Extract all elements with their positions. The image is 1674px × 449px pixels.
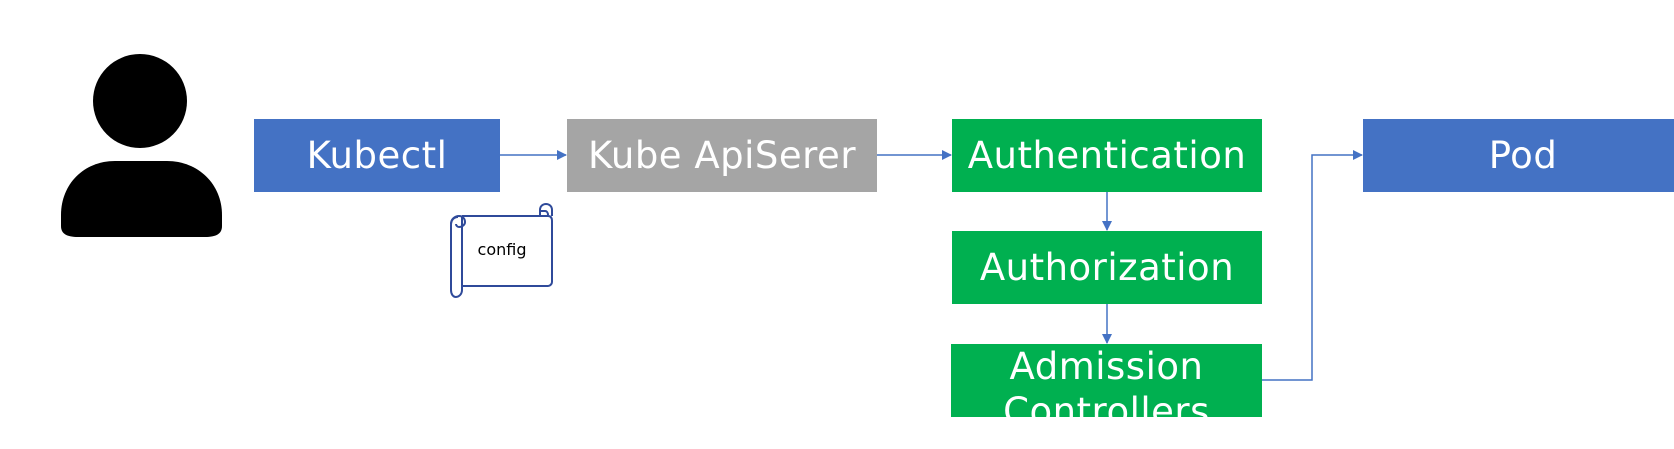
user-icon (61, 54, 222, 237)
admission-controllers-label: Admission Controllers (1003, 345, 1210, 417)
arrow-admission-to-pod (1262, 150, 1363, 381)
authorization-node: Authorization (952, 231, 1262, 304)
kubectl-label: Kubectl (306, 134, 448, 177)
scroll-icon (450, 202, 553, 299)
kubectl-node: Kubectl (254, 119, 500, 192)
authentication-node: Authentication (952, 119, 1262, 192)
apiserver-label: Kube ApiSerer (587, 134, 857, 177)
config-label: config (477, 240, 527, 259)
pod-label: Pod (1488, 134, 1558, 177)
admission-controllers-node: Admission Controllers (951, 344, 1262, 417)
apiserver-node: Kube ApiSerer (567, 119, 877, 192)
authentication-label: Authentication (967, 134, 1247, 177)
pod-node: Pod (1363, 119, 1674, 192)
authorization-label: Authorization (979, 246, 1235, 289)
